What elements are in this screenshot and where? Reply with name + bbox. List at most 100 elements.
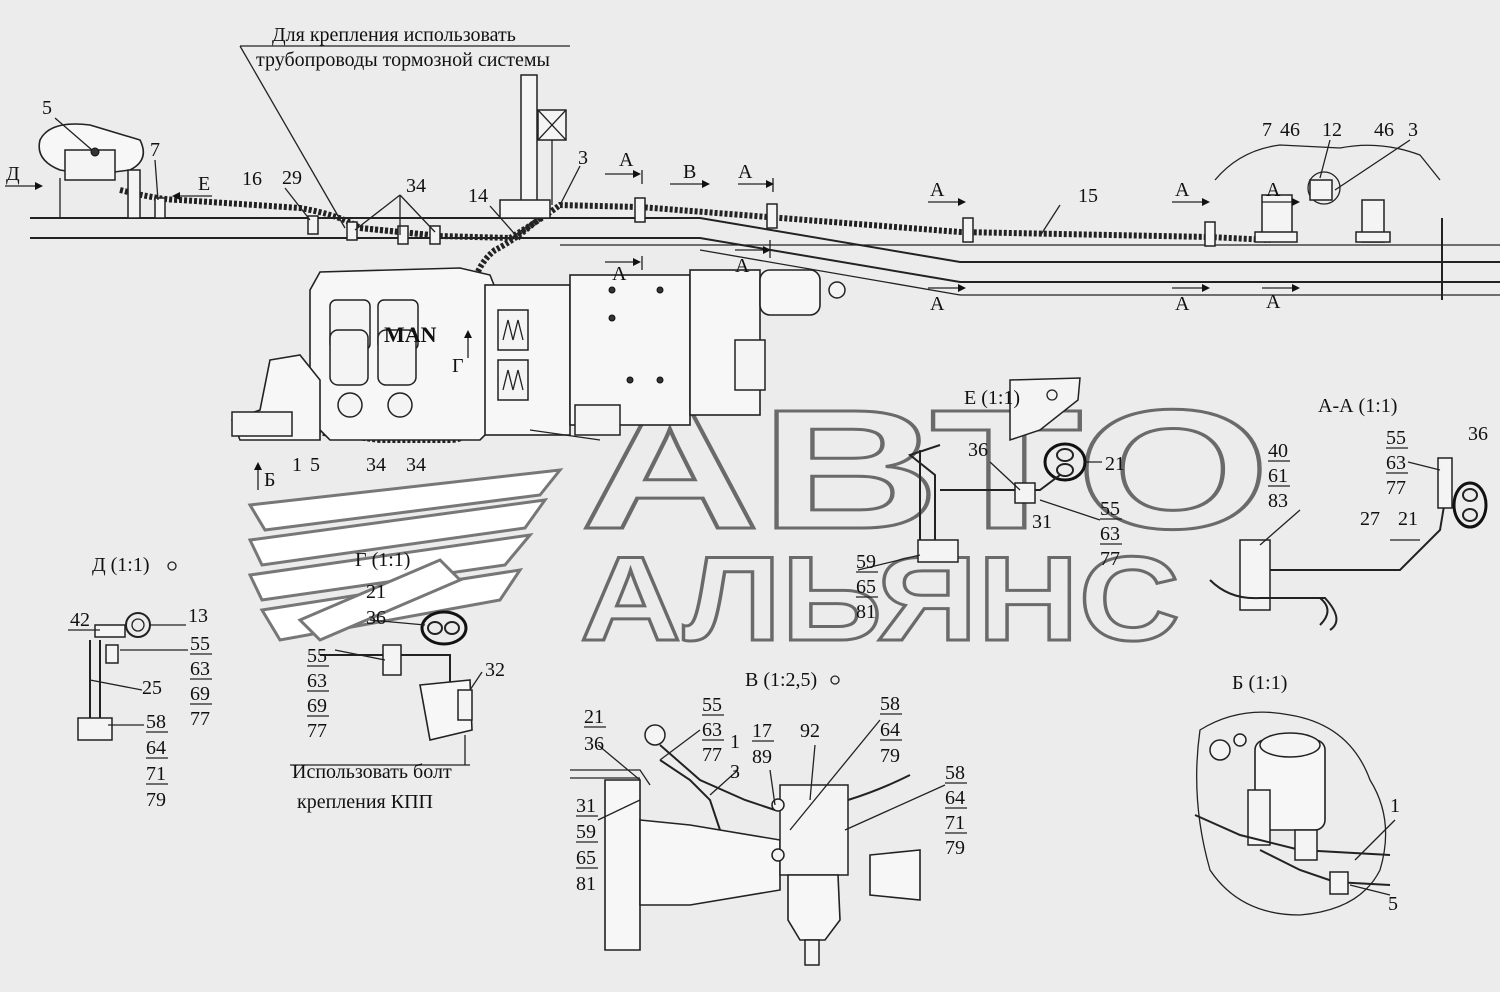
callout-58: 58 — [945, 762, 965, 784]
callout-5: 5 — [42, 97, 52, 119]
view-title-v: В (1:2,5) — [745, 669, 817, 691]
callout-36: 36 — [968, 439, 988, 461]
callout-36: 36 — [366, 607, 386, 629]
section-letter: Г — [452, 355, 464, 377]
watermark-line2: АЛЬЯНС — [580, 532, 1180, 666]
callout-15: 15 — [1078, 185, 1098, 207]
callout-89: 89 — [752, 746, 772, 768]
callout-71: 71 — [146, 763, 166, 785]
section-arrow-icon — [254, 462, 262, 490]
callout-31: 31 — [576, 795, 596, 817]
view-title-d: Д (1:1) — [92, 554, 150, 576]
circle-marker-icon — [167, 561, 177, 571]
callout-92: 92 — [800, 720, 820, 742]
callout-31: 31 — [1032, 511, 1052, 533]
section-arrow-icon — [1262, 198, 1300, 206]
callout-16: 16 — [242, 168, 262, 190]
section-letter: Е — [198, 173, 210, 195]
callout-77: 77 — [1386, 477, 1406, 499]
callout-65: 65 — [576, 847, 596, 869]
callout-64: 64 — [146, 737, 166, 759]
section-letter: А — [735, 255, 750, 277]
section-letter: А — [1175, 293, 1190, 315]
callout-59: 59 — [576, 821, 596, 843]
callout-underlines — [146, 447, 1408, 869]
callout-65: 65 — [856, 576, 876, 598]
callout-7: 7 — [1262, 119, 1272, 141]
callout-5: 5 — [1388, 893, 1398, 915]
section-arrow-icon — [172, 192, 212, 200]
callout-77: 77 — [307, 720, 327, 742]
engine-brand-label: MAN — [384, 322, 437, 347]
callout-40: 40 — [1268, 440, 1288, 462]
section-arrow-icon — [738, 178, 774, 192]
callout-36: 36 — [1468, 423, 1488, 445]
detail-g — [320, 610, 473, 741]
callout-59: 59 — [856, 551, 876, 573]
callout-55: 55 — [702, 694, 722, 716]
leader-lines — [54, 45, 1441, 896]
callout-17: 17 — [752, 720, 772, 742]
section-arrow-icon — [1172, 198, 1210, 206]
section-arrow-icon — [464, 330, 472, 358]
callout-79: 79 — [880, 745, 900, 767]
view-title-b: Б (1:1) — [1232, 672, 1287, 694]
view-title-e: Е (1:1) — [964, 387, 1020, 409]
detail-e — [907, 377, 1087, 563]
callout-25: 25 — [142, 677, 162, 699]
callout-79: 79 — [146, 789, 166, 811]
callout-29: 29 — [282, 167, 302, 189]
section-letter: А — [1266, 291, 1281, 313]
section-arrow-icon — [605, 170, 643, 184]
callout-63: 63 — [1386, 452, 1406, 474]
callout-21: 21 — [1105, 453, 1125, 475]
section-letter: Д — [6, 163, 20, 185]
callout-58: 58 — [880, 693, 900, 715]
callout-64: 64 — [945, 787, 965, 809]
section-arrow-icon — [1262, 284, 1300, 292]
section-letter: А — [930, 293, 945, 315]
callout-71: 71 — [945, 812, 965, 834]
callout-55: 55 — [307, 645, 327, 667]
section-letter: А — [738, 161, 753, 183]
watermark-logo — [247, 468, 564, 642]
callout-55: 55 — [190, 633, 210, 655]
callout-79: 79 — [945, 837, 965, 859]
section-arrow-icon — [670, 180, 710, 188]
circle-marker-icon — [830, 675, 840, 685]
engine-gearbox — [230, 267, 846, 441]
callout-34: 34 — [406, 175, 426, 197]
callout-3: 3 — [1408, 119, 1418, 141]
valve-bracket — [499, 74, 567, 219]
fastening-note-line2: трубопроводы тормозной системы — [256, 49, 550, 71]
view-title-g: Г (1:1) — [355, 549, 410, 571]
callout-34: 34 — [366, 454, 386, 476]
bolt-note-line1: Использовать болт — [292, 761, 452, 783]
detail-d — [77, 612, 151, 741]
view-title-aa: А-А (1:1) — [1318, 395, 1397, 417]
callout-5: 5 — [310, 454, 320, 476]
fastening-note-line1: Для крепления использовать — [272, 24, 516, 46]
callout-21: 21 — [1398, 508, 1418, 530]
callout-3: 3 — [730, 761, 740, 783]
bolt-note-line2: крепления КПП — [297, 791, 433, 813]
callout-13: 13 — [188, 605, 208, 627]
section-letter: А — [930, 179, 945, 201]
callout-63: 63 — [702, 719, 722, 741]
callout-1: 1 — [730, 731, 740, 753]
section-letter: Б — [264, 469, 275, 491]
section-letter: А — [612, 263, 627, 285]
callout-77: 77 — [190, 708, 210, 730]
callout-46: 46 — [1280, 119, 1300, 141]
callout-36: 36 — [584, 733, 604, 755]
callout-1: 1 — [1390, 795, 1400, 817]
callout-21: 21 — [584, 706, 604, 728]
section-arrow-icon — [928, 198, 966, 206]
detail-v — [570, 724, 921, 966]
callout-77: 77 — [702, 744, 722, 766]
callout-69: 69 — [307, 695, 327, 717]
section-arrows — [5, 170, 1300, 490]
section-letter: А — [1266, 179, 1281, 201]
detail-b — [1194, 711, 1391, 916]
callout-63: 63 — [1100, 523, 1120, 545]
